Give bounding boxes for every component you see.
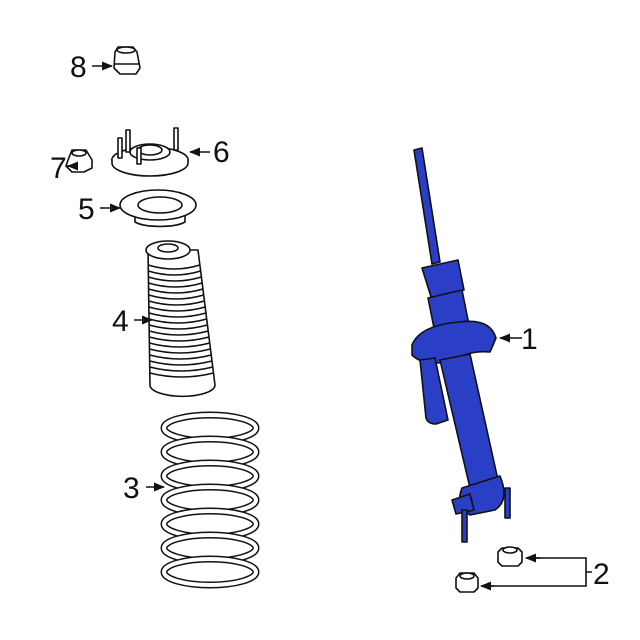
boot-ridge (149, 366, 213, 372)
boot-ridge (148, 330, 209, 336)
boot-ridge (148, 312, 207, 318)
part-6-strut-mount[interactable] (111, 127, 189, 177)
callout-6: 6 (213, 136, 230, 169)
leader-lines (66, 61, 592, 591)
boot-ridge (149, 360, 213, 366)
callout-7: 7 (50, 152, 67, 185)
part-2-nut-upper[interactable] (497, 546, 523, 567)
boot-ridge (148, 288, 204, 294)
boot-ridge (148, 294, 204, 300)
callout-1: 1 (521, 323, 538, 356)
boot-ridge (149, 336, 210, 342)
callout-8: 8 (70, 51, 87, 84)
part-8-nut[interactable] (113, 46, 141, 75)
boot-ridge (147, 264, 201, 270)
part-5-spring-seat[interactable] (119, 189, 197, 228)
boot-ridge (149, 354, 212, 360)
boot-ridges (147, 264, 214, 378)
part-3-coil-spring[interactable] (160, 411, 260, 589)
boot-ridge (148, 270, 201, 276)
spring-coil (162, 557, 258, 587)
callout-5: 5 (78, 193, 95, 226)
callout-3: 3 (123, 472, 140, 505)
part-2-nut-lower[interactable] (455, 572, 479, 593)
boot-ridge (148, 276, 202, 282)
callout-4: 4 (112, 305, 129, 338)
boot-ridge (148, 324, 208, 330)
callout-2: 2 (593, 558, 610, 591)
part-4-dust-boot[interactable] (145, 240, 216, 398)
part-7-nut[interactable] (65, 149, 93, 173)
boot-ridge (148, 300, 205, 306)
boot-ridge (149, 348, 211, 354)
boot-ridge (148, 306, 206, 312)
part-1-strut[interactable] (411, 147, 511, 543)
boot-ridge (149, 342, 210, 348)
boot-ridge (148, 282, 203, 288)
boot-ridge (148, 318, 207, 324)
boot-ridge (149, 372, 214, 378)
